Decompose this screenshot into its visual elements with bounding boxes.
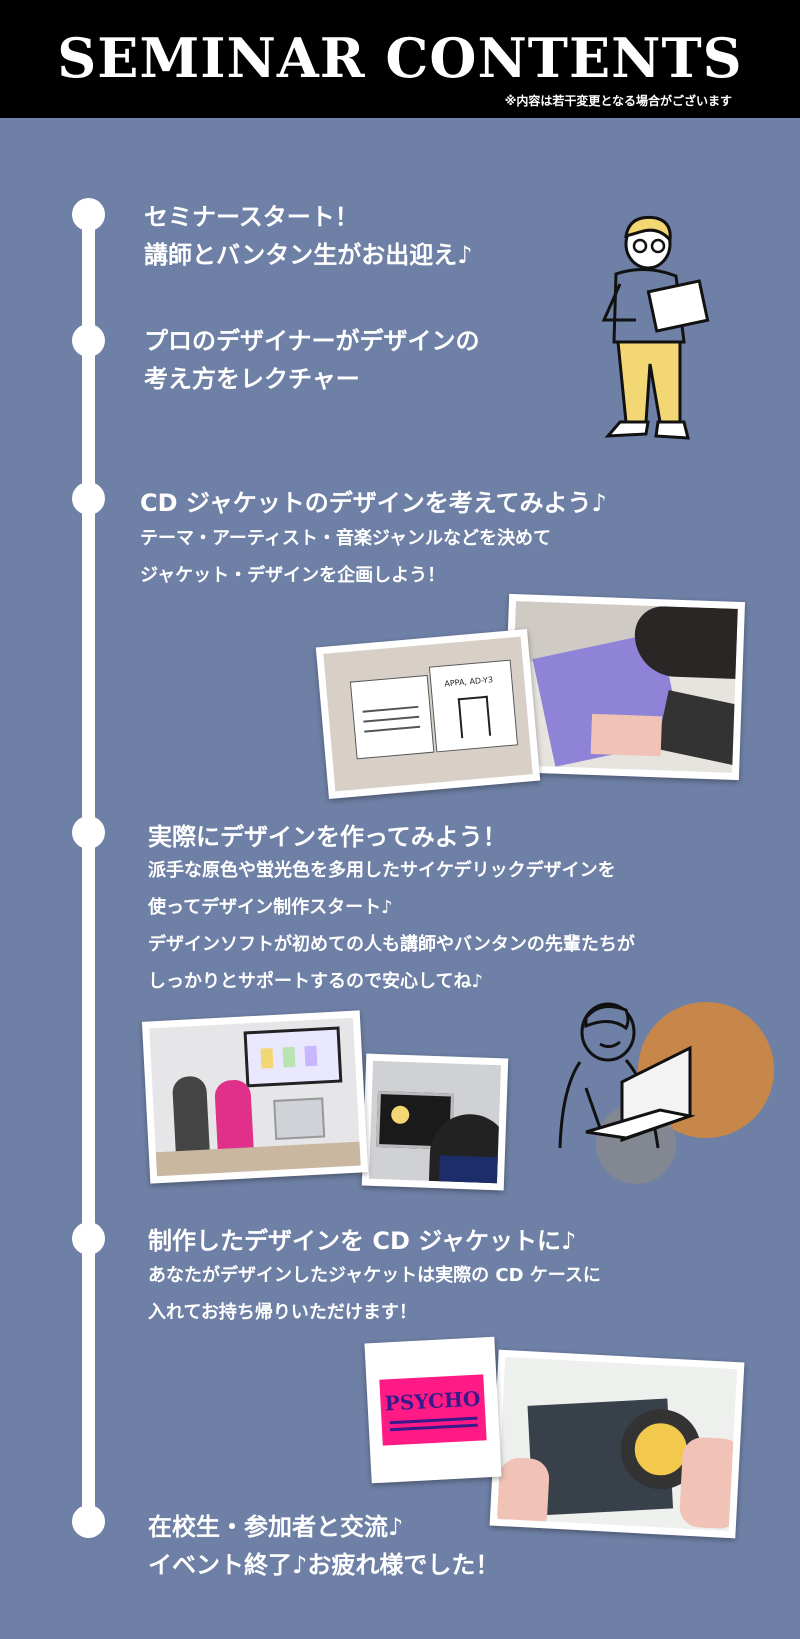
step-4-body-line-4: しっかりとサポートするので安心してね♪: [148, 971, 483, 992]
classroom-photo: [141, 1010, 369, 1184]
person-with-laptop-illustration: [558, 1002, 774, 1184]
step-4-body-line-3: デザインソフトが初めての人も講師やバンタンの先輩たちが: [148, 934, 635, 955]
page-title: SEMINAR CONTENTS: [57, 26, 743, 90]
step-3-title: CD ジャケットのデザインを考えてみよう♪: [140, 489, 607, 517]
timeline-dot-1: [72, 198, 105, 231]
step-5-body-line-1: あなたがデザインしたジャケットは実際の CD ケースに: [148, 1265, 601, 1286]
psycho-jacket-artwork: PSYCHO: [364, 1336, 502, 1484]
step-6-title-line-1: 在校生・参加者と交流♪: [148, 1513, 404, 1541]
step-4-body-line-1: 派手な原色や蛍光色を多用したサイケデリックデザインを: [148, 860, 616, 881]
timeline-dot-3: [72, 482, 105, 515]
step-1-title-line-1: セミナースタート！: [144, 203, 359, 231]
step-6-title-line-2: イベント終了♪お疲れ様でした！: [148, 1551, 500, 1579]
timeline-dot-5: [72, 1222, 105, 1255]
step-2-title-line-1: プロのデザイナーがデザインの: [144, 327, 480, 355]
timeline-dot-6: [72, 1505, 105, 1538]
timeline-dot-4: [72, 816, 105, 849]
step-5-body-line-2: 入れてお持ち帰りいただけます！: [148, 1302, 417, 1323]
step-3-body-line-2: ジャケット・デザインを企画しよう！: [140, 565, 446, 586]
cd-jacket-sketch-photo: APPA, AD-Y3: [315, 629, 541, 799]
header-bar: SEMINAR CONTENTS ※内容は若干変更となる場合がございます: [0, 0, 800, 118]
step-4-title: 実際にデザインを作ってみよう！: [148, 823, 507, 851]
step-1-title-line-2: 講師とバンタン生がお出迎え♪: [144, 241, 473, 269]
step-3-body-line-1: テーマ・アーティスト・音楽ジャンルなどを決めて: [140, 528, 551, 549]
timeline-line: [82, 210, 95, 1530]
timeline-dot-2: [72, 324, 105, 357]
step-4-body-line-2: 使ってデザイン制作スタート♪: [148, 897, 393, 918]
cd-case-photo: [489, 1349, 745, 1539]
step-5-title: 制作したデザインを CD ジャケットに♪: [148, 1227, 577, 1255]
step-2-title-line-2: 考え方をレクチャー: [144, 365, 360, 393]
disclaimer-note: ※内容は若干変更となる場合がございます: [504, 94, 732, 108]
students-designing-photo: [502, 593, 746, 781]
student-at-computer-photo: [361, 1053, 509, 1191]
person-with-tablet-illustration: [601, 215, 710, 440]
